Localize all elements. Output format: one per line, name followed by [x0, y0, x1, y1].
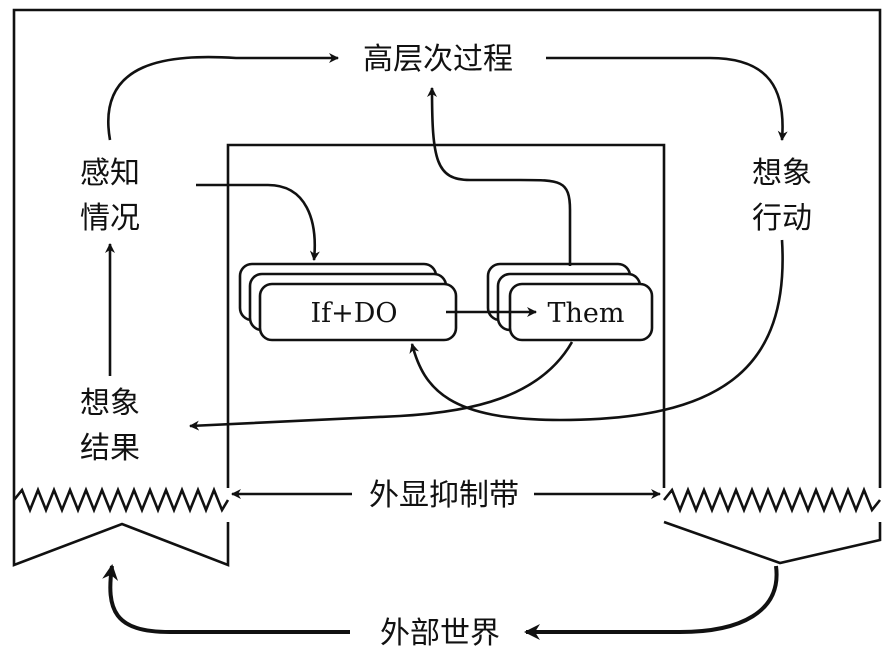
- arrow-world-to-result: [102, 564, 350, 634]
- arrow-mind-to-world: [524, 565, 779, 640]
- arrow-then-to-higher: [427, 87, 572, 266]
- label-external-world: 外部世界: [380, 616, 500, 651]
- outer-frame: [12, 8, 882, 567]
- label-perceive-1: 感知: [80, 156, 140, 191]
- arrow-perceive-to-ifdo: [196, 183, 320, 261]
- zigzag-right: [662, 486, 882, 514]
- zigzag-left: [12, 486, 230, 514]
- label-perceive-2: 情况: [80, 201, 140, 236]
- label-imagine-action-2: 行动: [752, 201, 812, 236]
- label-imagine-result-2: 结果: [80, 431, 140, 466]
- label-higher-process: 高层次过程: [363, 42, 513, 77]
- label-then: Them: [548, 298, 625, 329]
- arrow-higher-to-action: [546, 56, 788, 141]
- label-imagine-action-1: 想象: [752, 156, 812, 191]
- arrow-action-to-ifdo: [409, 239, 784, 422]
- label-imagine-result-1: 想象: [80, 386, 140, 421]
- arrow-perceive-to-higher: [107, 53, 339, 141]
- arrow-then-to-result: [189, 341, 574, 431]
- label-if-do: If+DO: [310, 298, 397, 329]
- inner-frame: [226, 143, 666, 488]
- label-inhibition-band: 外显抑制带: [369, 478, 519, 513]
